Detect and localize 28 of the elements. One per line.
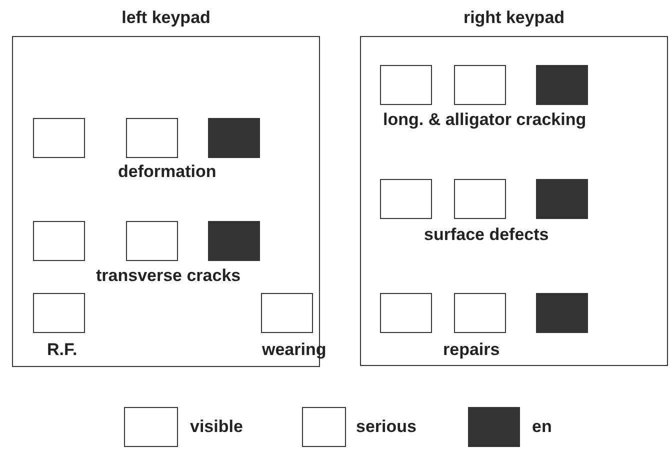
key-button <box>126 221 178 261</box>
key-button <box>536 179 588 219</box>
key-button <box>454 65 506 105</box>
key-button <box>126 118 178 158</box>
key-button <box>380 179 432 219</box>
key-group-label: surface defects <box>424 225 549 245</box>
key-group-label: transverse cracks <box>96 266 241 286</box>
key-button <box>536 293 588 333</box>
key-button <box>33 293 85 333</box>
key-group-label: R.F. <box>47 340 78 360</box>
key-button <box>380 65 432 105</box>
key-group-label: deformation <box>118 162 216 182</box>
panel-heading: left keypad <box>120 8 212 28</box>
key-button <box>208 118 260 158</box>
key-button <box>261 293 313 333</box>
legend-label: serious <box>356 417 416 437</box>
panel-heading: right keypad <box>462 8 566 28</box>
legend-label: en <box>532 417 552 437</box>
key-button <box>33 221 85 261</box>
key-group-label: long. & alligator cracking <box>383 110 586 130</box>
key-button <box>380 293 432 333</box>
key-button <box>536 65 588 105</box>
key-button <box>33 118 85 158</box>
key-button <box>208 221 260 261</box>
key-button <box>454 179 506 219</box>
key-button <box>454 293 506 333</box>
legend-label: visible <box>190 417 243 437</box>
key-group-label: repairs <box>443 340 500 360</box>
